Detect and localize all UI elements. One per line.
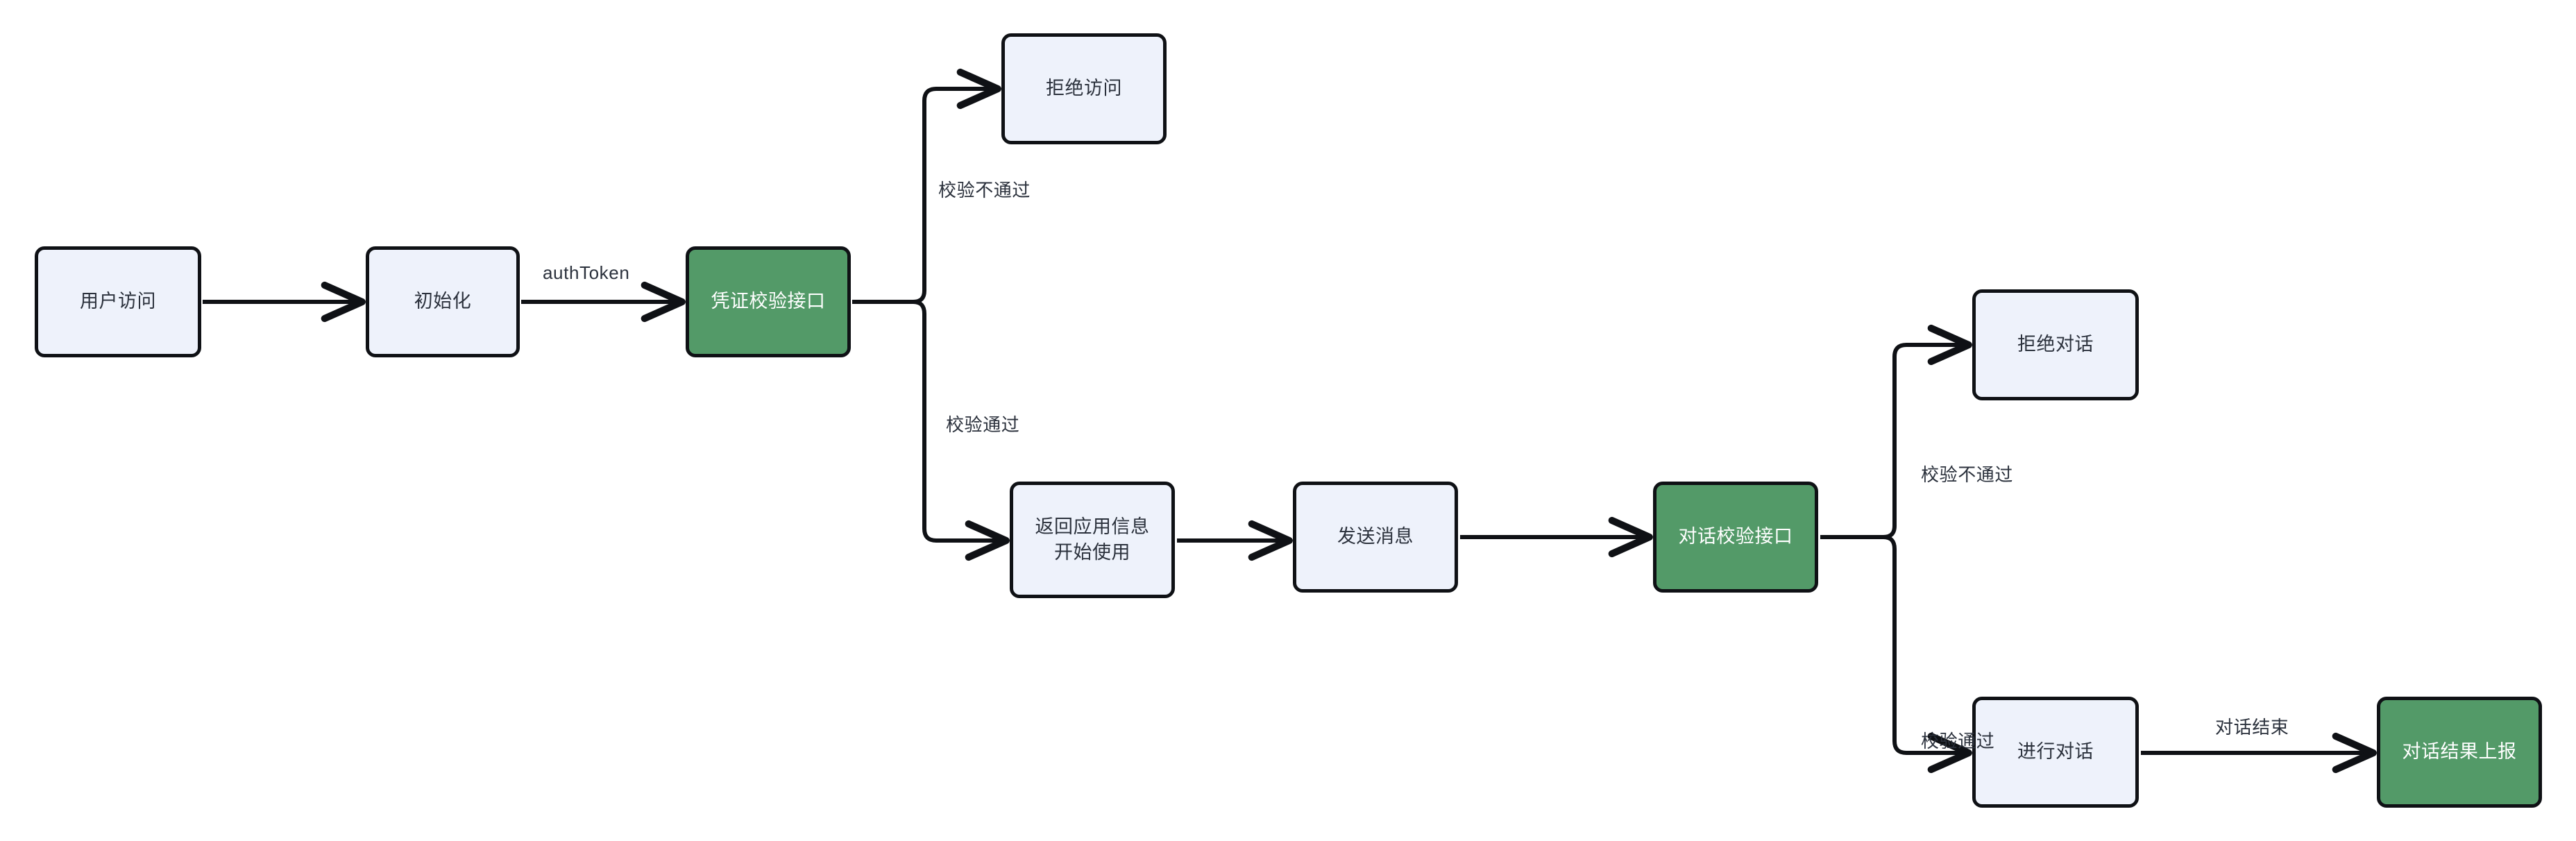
edge-label-chat-end: 对话结束 [2215,717,2289,738]
edge-chat-verify-to-do-chat [1883,535,1972,774]
node-user-access[interactable]: 用户访问 [35,246,201,357]
edge-label-verify-pass-1: 校验通过 [946,414,1020,435]
edge-label-auth-token: authToken [543,262,630,283]
node-report-result[interactable]: 对话结果上报 [2377,697,2542,808]
edge-label-verify-fail-2: 校验不通过 [1921,464,2014,485]
node-deny-chat[interactable]: 拒绝对话 [1972,289,2139,400]
node-return-app-info[interactable]: 返回应用信息 开始使用 [1010,482,1175,598]
node-init[interactable]: 初始化 [366,246,520,357]
node-chat-verify-api[interactable]: 对话校验接口 [1653,482,1818,593]
node-send-message[interactable]: 发送消息 [1293,482,1458,593]
edge-label-verify-pass-2: 校验通过 [1921,731,1995,751]
edge-chat-verify-to-deny-chat [1883,324,1972,539]
node-do-chat[interactable]: 进行对话 [1972,697,2139,808]
node-cred-verify-api[interactable]: 凭证校验接口 [686,246,851,357]
node-deny-access[interactable]: 拒绝访问 [1001,33,1167,144]
edge-label-verify-fail-1: 校验不通过 [938,180,1031,201]
edge-cred-verify-to-return-app [913,300,1010,561]
edge-cred-verify-to-deny-access [913,68,1001,304]
